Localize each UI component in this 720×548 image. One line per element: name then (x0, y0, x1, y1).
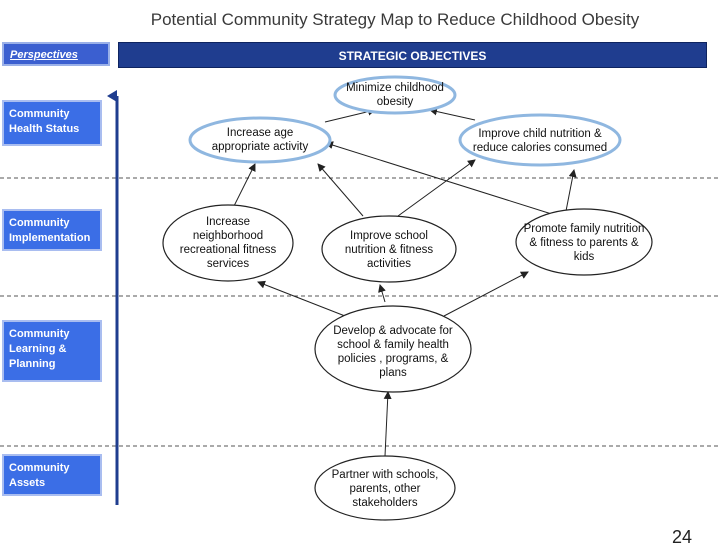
strategic-objectives-header: STRATEGIC OBJECTIVES (118, 42, 707, 68)
node-increase-age-appropriate-activity: Increase age appropriate activity (211, 127, 309, 153)
oval-partner (314, 455, 456, 521)
node-increase-recreational-services: Increase neighborhood recreational fitne… (179, 216, 277, 270)
diagram-title: Potential Community Strategy Map to Redu… (150, 10, 640, 29)
oval-develop (314, 305, 472, 393)
connector-arrows (233, 107, 577, 457)
node-partner-with-schools: Partner with schools, parents, other sta… (331, 469, 439, 509)
node-minimize-childhood-obesity: Minimize childhood obesity (346, 82, 444, 108)
oval-promote-family (515, 208, 653, 276)
page-number: 24 (671, 527, 692, 547)
node-improve-school-nutrition: Improve school nutrition & fitness activ… (344, 230, 434, 270)
perspective-community-assets: Community Assets (2, 454, 102, 496)
perspective-community-health-status: Community Health Status (2, 100, 102, 146)
perspective-community-learning-planning: Community Learning & Planning (2, 320, 102, 382)
node-promote-family-nutrition: Promote family nutrition & fitness to pa… (523, 223, 645, 263)
oval-minimize (333, 75, 457, 115)
perspectives-header: Perspectives (2, 42, 110, 66)
oval-increase-services (162, 204, 294, 282)
oval-improve-nutrition (458, 113, 622, 167)
oval-increase-activity (188, 116, 332, 164)
perspective-community-implementation: Community Implementation (2, 209, 102, 251)
node-improve-child-nutrition: Improve child nutrition & reduce calorie… (472, 128, 608, 154)
node-develop-advocate-policies: Develop & advocate for school & family h… (333, 325, 453, 379)
oval-improve-school (321, 215, 457, 283)
